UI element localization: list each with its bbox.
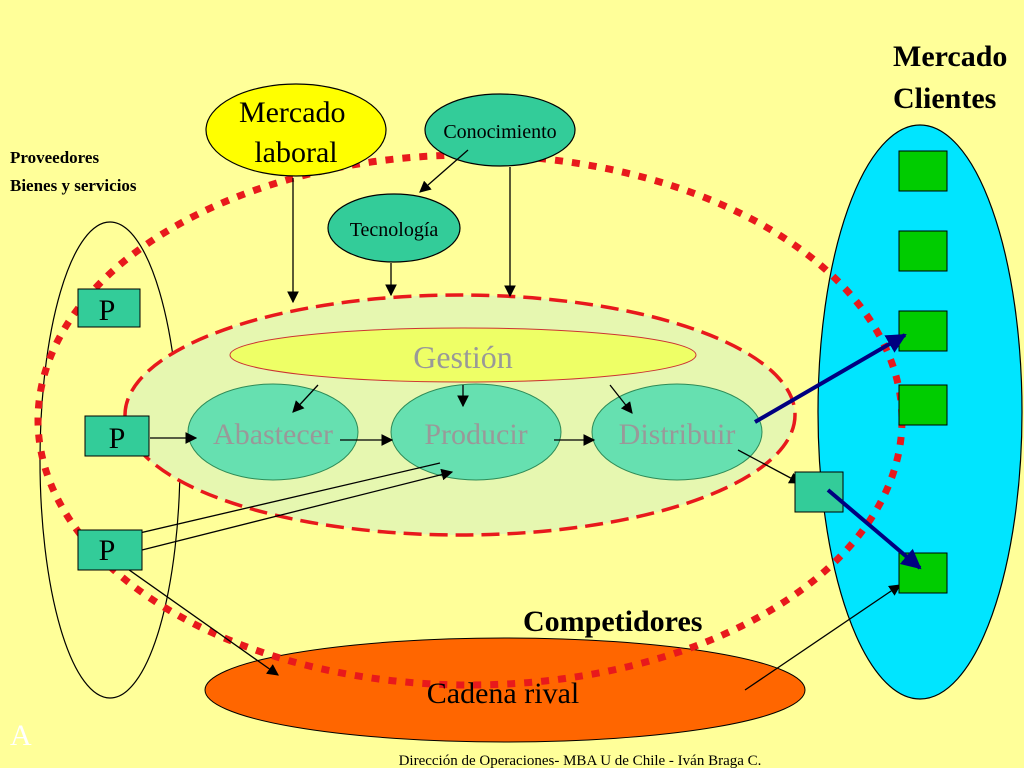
distribute-ellipse[interactable] [591, 383, 763, 481]
corner-letter: A [10, 719, 32, 752]
suppliers-label-line-1: Proveedores [10, 148, 99, 167]
intermediary-box[interactable] [794, 471, 844, 513]
arrow-supplier-produce-b [141, 468, 454, 551]
arrow-management-distribute [609, 384, 633, 414]
labor-market-line-2: laboral [254, 136, 337, 169]
produce-ellipse[interactable] [390, 383, 562, 481]
knowledge-label: Conocimiento [443, 121, 556, 143]
arrow-rival-client [744, 584, 901, 691]
distribute-label: Distribuir [619, 418, 736, 451]
knowledge-ellipse [424, 93, 576, 167]
supplier-box-2-label: P [109, 422, 126, 455]
suppliers-label: Proveedores Bienes y servicios [10, 148, 137, 195]
management-ellipse [229, 327, 697, 383]
client-box-1[interactable] [898, 150, 948, 192]
arrow-produce-supplier-a [116, 462, 441, 542]
rival-chain-label: Cadena rival [427, 677, 579, 710]
produce-label: Producir [424, 418, 527, 451]
arrow-distribute-intermediary [737, 449, 802, 484]
footer-text: Dirección de Operaciones- MBA U de Chile… [399, 753, 762, 768]
labor-market-line-1: Mercado [239, 96, 346, 129]
labor-market-ellipse [205, 83, 387, 177]
supplier-box-1[interactable] [77, 288, 141, 328]
technology-label: Tecnología [350, 219, 439, 241]
arrow-supplier-rival [114, 559, 279, 676]
supply-ellipse[interactable] [187, 383, 359, 481]
technology-ellipse [327, 193, 461, 263]
clients-market-title-line-1: Mercado [893, 40, 1007, 73]
clients-market-title: Mercado Clientes [893, 40, 1015, 115]
competitors-label: Competidores [523, 605, 702, 638]
arrow-knowledge-technology [419, 149, 469, 193]
arrow-intermediary-client [826, 488, 922, 570]
client-box-3[interactable] [898, 310, 948, 352]
suppliers-label-line-2: Bienes y servicios [10, 176, 137, 195]
arrow-management-supply [292, 384, 319, 413]
supplier-box-3[interactable] [77, 529, 143, 571]
management-label: Gestión [413, 339, 513, 375]
client-box-4[interactable] [898, 384, 948, 426]
client-box-5[interactable] [898, 552, 948, 594]
labor-market-label: Mercado laboral [239, 96, 353, 169]
supply-label: Abastecer [213, 418, 333, 451]
clients-market-title-line-2: Clientes [893, 82, 996, 115]
supplier-box-2[interactable] [84, 415, 150, 457]
supplier-box-1-label: P [99, 294, 116, 327]
supplier-box-3-label: P [99, 534, 116, 567]
rival-chain-ellipse [204, 637, 806, 743]
arrow-distribute-client [753, 333, 907, 424]
client-box-2[interactable] [898, 230, 948, 272]
